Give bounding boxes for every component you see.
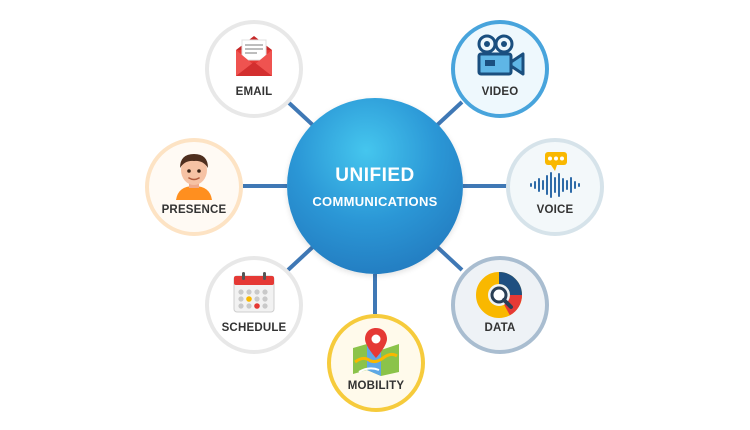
node-schedule-label: SCHEDULE [221, 322, 287, 334]
node-email: EMAIL [205, 20, 303, 118]
calendar-icon [209, 268, 299, 320]
connector-schedule [286, 242, 318, 272]
envelope-icon [209, 32, 299, 84]
node-video-label: VIDEO [481, 86, 519, 98]
connector-data [432, 242, 464, 272]
voice-waveform-icon [510, 150, 600, 202]
node-data: DATA [451, 256, 549, 354]
connector-video [432, 100, 464, 130]
node-mobility-label: MOBILITY [347, 380, 405, 392]
unified-communications-hub: UNIFIED COMMUNICATIONS [287, 98, 463, 274]
map-pin-icon [331, 326, 421, 378]
person-avatar-icon [149, 150, 239, 202]
node-voice-label: VOICE [536, 204, 574, 216]
hub-subtitle: COMMUNICATIONS [312, 193, 438, 209]
node-email-label: EMAIL [235, 86, 273, 98]
node-presence-label: PRESENCE [161, 204, 227, 216]
video-camera-icon [455, 32, 545, 84]
node-schedule: SCHEDULE [205, 256, 303, 354]
node-data-label: DATA [484, 322, 516, 334]
node-presence: PRESENCE [145, 138, 243, 236]
node-mobility: MOBILITY [327, 314, 425, 412]
node-voice: VOICE [506, 138, 604, 236]
donut-chart-magnifier-icon [455, 268, 545, 320]
hub-title: UNIFIED [335, 164, 415, 186]
node-video: VIDEO [451, 20, 549, 118]
